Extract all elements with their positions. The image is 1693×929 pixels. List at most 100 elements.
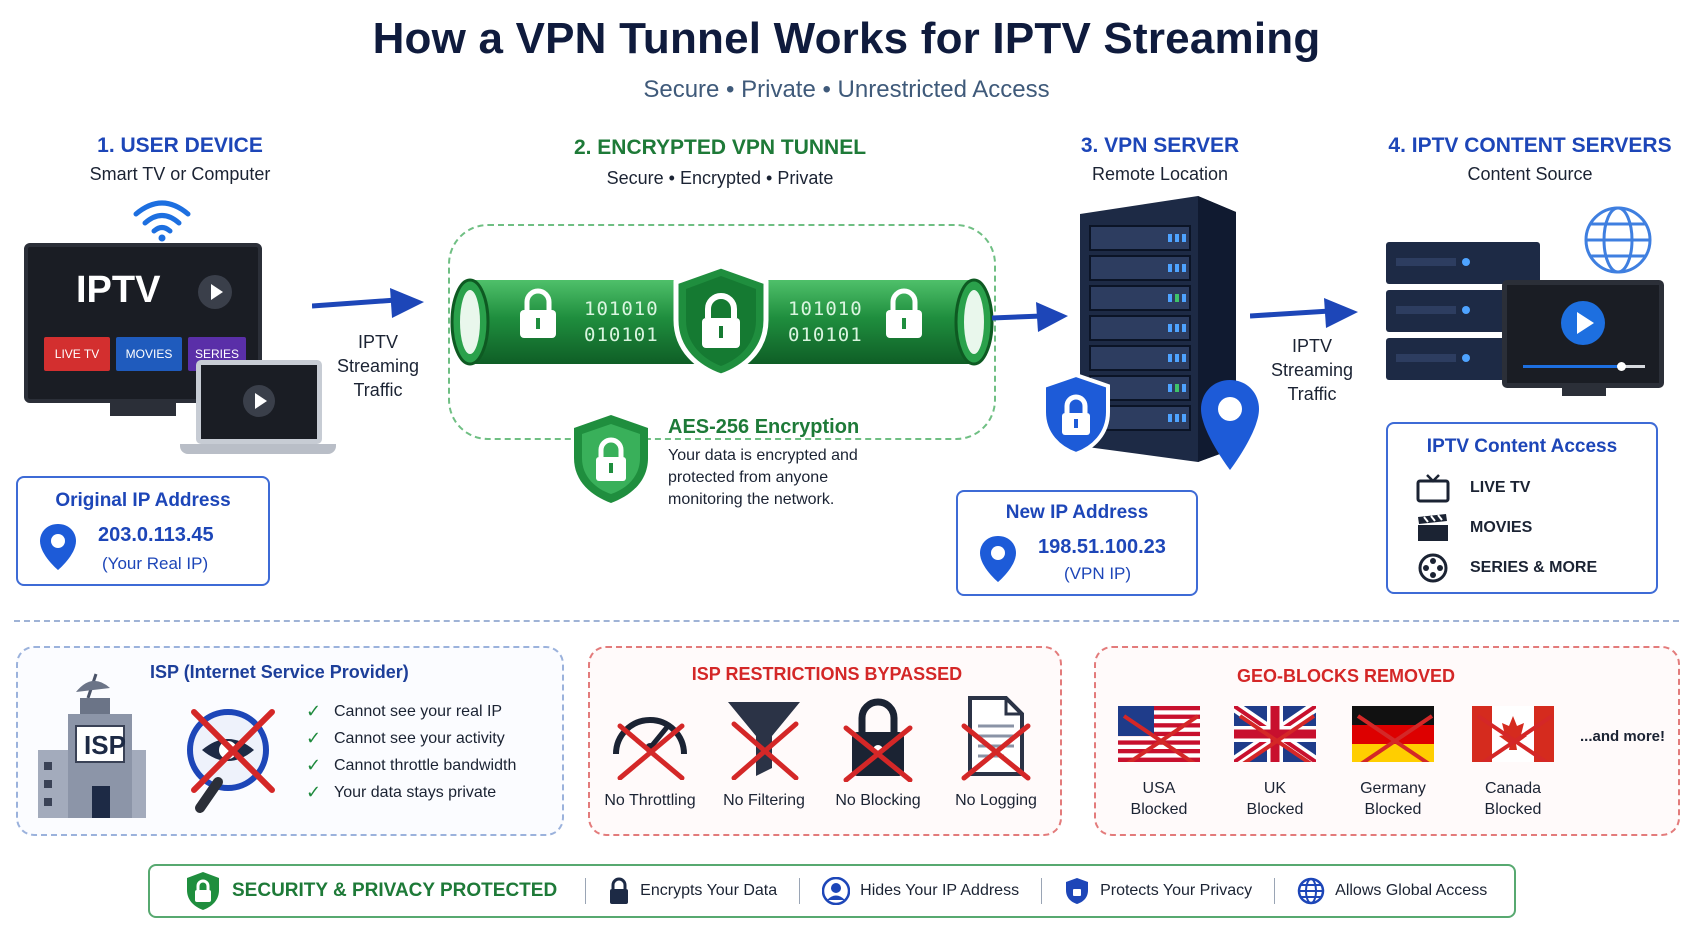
page-title: How a VPN Tunnel Works for IPTV Streamin… [372, 14, 1321, 63]
check-icon: ✓ [306, 755, 322, 775]
smart-tv: IPTV LIVE TV MOVIES SERIES [24, 243, 262, 403]
list-item: ✓Your data stays private [306, 782, 497, 802]
canada-flag-icon [1472, 706, 1554, 762]
check-icon: ✓ [306, 701, 322, 721]
card-title: Original IP Address [55, 490, 231, 511]
uk-flag-icon [1234, 706, 1316, 762]
germany-flag-icon [1352, 706, 1434, 762]
encryption-title: AES-256 Encryption [668, 416, 860, 438]
tile-movies: MOVIES [116, 337, 182, 371]
lock-blocked-icon [843, 698, 913, 782]
more-countries: ...and more! [1580, 728, 1666, 745]
new-ip-card: New IP Address 198.51.100.23 (VPN IP) [956, 490, 1198, 596]
step-content-servers: 4. IPTV CONTENT SERVERS Content Source [1380, 134, 1680, 185]
tv-icon [1416, 474, 1450, 503]
security-bar-title: SECURITY & PRIVACY PROTECTED [150, 866, 585, 916]
progress-fill [1523, 365, 1621, 368]
card-title: IPTV Content Access [1426, 436, 1618, 457]
shield-icon [1066, 878, 1089, 904]
feature-global-access: Allows Global Access [1275, 866, 1509, 916]
monitor-stand [1562, 388, 1606, 396]
step-tunnel: 2. ENCRYPTED VPN TUNNEL Secure • Encrypt… [540, 136, 900, 189]
section-divider [14, 620, 1679, 622]
panel-title: GEO-BLOCKS REMOVED [1236, 666, 1455, 686]
restriction-label: No Logging [955, 792, 1037, 809]
panel-title: ISP RESTRICTIONS BYPASSED [691, 664, 963, 684]
progress-knob [1617, 362, 1626, 371]
filter-blocked-icon [728, 702, 800, 780]
feature-privacy: Protects Your Privacy [1042, 866, 1274, 916]
location-pin-icon [1201, 380, 1259, 470]
speedometer-blocked-icon [613, 717, 687, 780]
play-icon [1561, 301, 1605, 345]
location-pin-icon [980, 536, 1016, 582]
flow-label-right: IPTV Streaming Traffic [1270, 336, 1354, 404]
flow-label-left: IPTV Streaming Traffic [336, 332, 420, 400]
shield-lock-icon [187, 872, 219, 910]
usa-flag-icon [1118, 706, 1200, 762]
list-item: ✓Cannot see your activity [306, 728, 505, 748]
restriction-label: No Filtering [723, 792, 805, 809]
shield-lock-icon [1042, 372, 1110, 457]
list-item: MOVIES [1416, 508, 1597, 548]
step-title: 1. USER DEVICE [97, 134, 263, 157]
divider [585, 878, 587, 904]
globe-icon [1584, 206, 1652, 274]
security-bar: SECURITY & PRIVACY PROTECTED Encrypts Yo… [148, 864, 1516, 918]
ip-value: 198.51.100.23 [1038, 536, 1166, 558]
play-icon [243, 385, 275, 417]
ip-note: (Your Real IP) [102, 554, 209, 573]
panel-title: ISP (Internet Service Provider) [150, 662, 409, 682]
tv-logo: IPTV [76, 269, 161, 311]
restriction-label: No Blocking [835, 792, 921, 809]
shield-lock-icon [574, 415, 648, 503]
lock-icon [610, 877, 629, 904]
content-list: LIVE TV MOVIES SERIES & MORE [1416, 468, 1597, 588]
arrow-right-icon [992, 302, 1068, 332]
page-subtitle: Secure • Private • Unrestricted Access [643, 76, 1050, 103]
magnifier-eye-blocked-icon [187, 709, 275, 813]
isp-panel: ISP (Internet Service Provider) ISP ✓Can… [16, 646, 564, 836]
tv-stand [110, 402, 176, 416]
location-pin-icon [40, 524, 76, 570]
card-title: New IP Address [1005, 502, 1149, 523]
divider [799, 878, 801, 904]
step-title: 2. ENCRYPTED VPN TUNNEL [573, 136, 867, 159]
list-item: ✓Cannot throttle bandwidth [306, 755, 517, 775]
geo-panel: GEO-BLOCKS REMOVED USA Blocked [1094, 646, 1680, 836]
feature-hides-ip: Hides Your IP Address [800, 866, 1041, 916]
globe-icon [1297, 877, 1325, 905]
encryption-info: AES-256 Encryption Your data is encrypte… [668, 416, 948, 511]
binary-left: 101010 010101 [584, 298, 659, 346]
list-item: SERIES & MORE [1416, 548, 1597, 588]
feature-encrypts: Encrypts Your Data [586, 866, 799, 916]
restrictions-panel: ISP RESTRICTIONS BYPASSED No Throttling … [588, 646, 1062, 836]
clapperboard-icon [1418, 514, 1448, 541]
binary-right: 101010 010101 [788, 298, 863, 346]
list-item: ✓Cannot see your real IP [306, 701, 503, 721]
list-item: LIVE TV [1416, 468, 1597, 508]
step-subtitle: Secure • Encrypted • Private [606, 168, 834, 188]
lock-icon [886, 288, 922, 338]
ip-value: 203.0.113.45 [98, 524, 214, 546]
divider [1274, 878, 1276, 904]
laptop-screen [196, 360, 322, 444]
play-icon [198, 275, 232, 309]
ip-note: (VPN IP) [1064, 564, 1132, 583]
step-title: 3. VPN SERVER [1080, 134, 1240, 157]
content-access-card: IPTV Content Access LIVE TV MOVIES SERIE [1386, 422, 1658, 594]
lock-icon [520, 288, 556, 338]
country-label: Canada Blocked [1484, 780, 1542, 818]
step-subtitle: Content Source [1467, 164, 1593, 184]
step-subtitle: Smart TV or Computer [89, 164, 271, 184]
wifi-icon [133, 200, 191, 242]
isp-building-label: ISP [84, 730, 126, 760]
user-icon [822, 877, 851, 905]
step-user-device: 1. USER DEVICE Smart TV or Computer [40, 134, 320, 185]
check-icon: ✓ [306, 782, 322, 802]
shield-lock-icon [673, 263, 769, 379]
country-label: UK Blocked [1246, 780, 1304, 818]
step-vpn-server: 3. VPN SERVER Remote Location [1040, 134, 1280, 185]
isp-building-icon [38, 673, 146, 818]
laptop-base [180, 444, 336, 454]
